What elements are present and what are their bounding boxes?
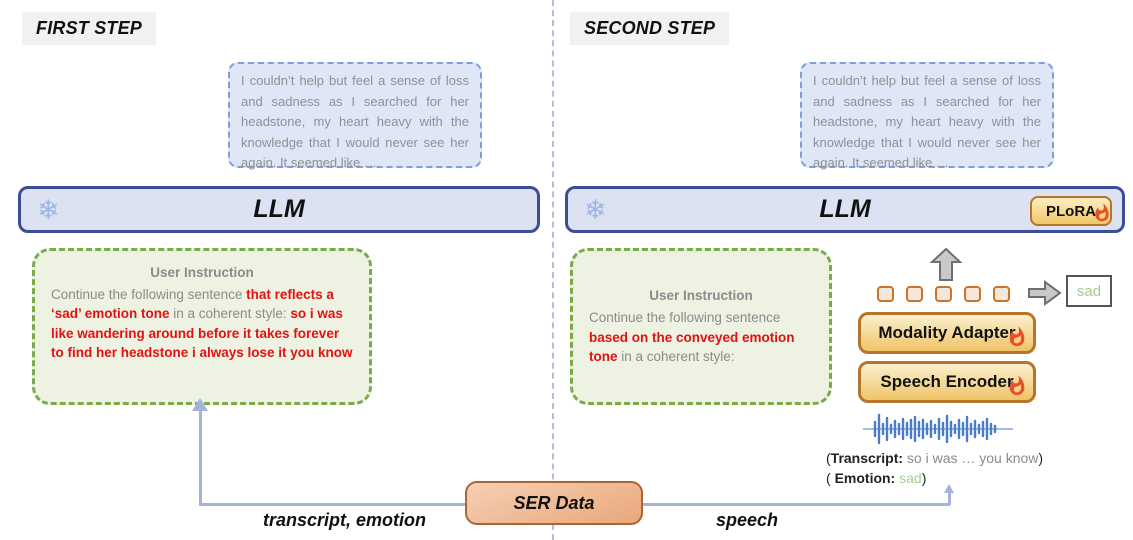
fire-icon bbox=[1095, 203, 1109, 222]
user-instruction-box-left: User Instruction Continue the following … bbox=[32, 248, 372, 405]
speech-encoder-box: Speech Encoder bbox=[858, 361, 1036, 403]
user-instruction-title: User Instruction bbox=[150, 265, 254, 280]
modality-adapter-label: Modality Adapter bbox=[878, 323, 1016, 342]
emotion-caption: ( Emotion: sad) bbox=[826, 470, 927, 486]
fire-icon bbox=[1009, 375, 1025, 396]
llm-box-right: ❄ LLM PLoRA bbox=[565, 186, 1125, 233]
snowflake-icon: ❄ bbox=[584, 195, 607, 225]
plora-badge: PLoRA bbox=[1030, 196, 1112, 226]
right-arrow-icon bbox=[1028, 280, 1062, 306]
sad-output-box: sad bbox=[1066, 275, 1112, 307]
speech-token bbox=[877, 286, 894, 302]
user-instruction-text: Continue the following sentence that ref… bbox=[51, 286, 353, 361]
speech-token bbox=[935, 286, 952, 302]
llm-output-bubble-left: I couldn’t help but feel a sense of loss… bbox=[228, 62, 482, 170]
ser-data-label: SER Data bbox=[513, 492, 595, 513]
snowflake-icon: ❄ bbox=[37, 195, 60, 225]
arrowhead-to-instruction bbox=[192, 398, 208, 411]
connector-speech-vertical bbox=[948, 492, 951, 505]
arrowhead-to-speech bbox=[944, 484, 954, 493]
transcript-caption: (Transcript: so i was … you know) bbox=[826, 450, 1044, 466]
connector-transcript-line bbox=[199, 503, 466, 506]
llm-box-left: ❄ LLM bbox=[18, 186, 540, 233]
second-step-label: SECOND STEP bbox=[570, 12, 730, 45]
speech-token bbox=[964, 286, 981, 302]
plora-label: PLoRA bbox=[1046, 202, 1096, 220]
connector-transcript-vertical bbox=[199, 409, 202, 505]
flow-label-speech: speech bbox=[716, 510, 779, 530]
speech-token bbox=[993, 286, 1010, 302]
modality-adapter-box: Modality Adapter bbox=[858, 312, 1036, 354]
up-arrow-icon bbox=[929, 248, 963, 281]
ser-data-box: SER Data bbox=[465, 481, 643, 525]
connector-speech-line bbox=[642, 503, 950, 506]
user-instruction-text: Continue the following sentence based on… bbox=[589, 309, 795, 365]
fire-icon bbox=[1009, 326, 1025, 347]
flow-label-transcript-emotion: transcript, emotion bbox=[263, 510, 427, 530]
user-instruction-title: User Instruction bbox=[649, 288, 753, 304]
panel-divider bbox=[552, 0, 554, 540]
first-step-label: FIRST STEP bbox=[22, 12, 157, 45]
speech-encoder-label: Speech Encoder bbox=[880, 372, 1014, 391]
llm-label: LLM bbox=[819, 195, 871, 223]
llm-label: LLM bbox=[253, 195, 305, 223]
audio-waveform bbox=[863, 413, 1013, 445]
llm-output-bubble-right: I couldn’t help but feel a sense of loss… bbox=[800, 62, 1054, 170]
user-instruction-box-right: User Instruction Continue the following … bbox=[570, 248, 832, 405]
speech-token bbox=[906, 286, 923, 302]
